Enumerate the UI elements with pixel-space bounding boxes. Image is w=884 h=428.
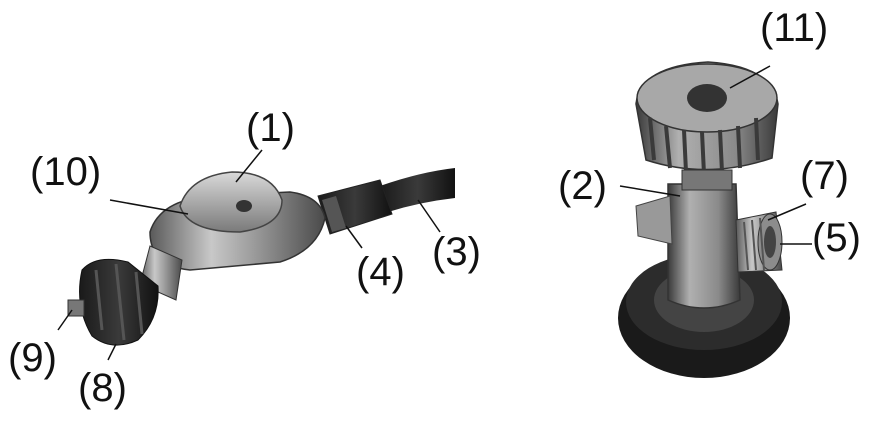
leader-line-9	[108, 344, 116, 360]
label-11: (11)	[760, 8, 828, 48]
hose	[380, 168, 455, 212]
label-10: (10)	[30, 152, 101, 192]
leader-line-4	[346, 226, 362, 248]
cylinder-valve	[618, 62, 790, 378]
regulator-dome	[180, 172, 282, 232]
label-7: (7)	[800, 156, 849, 196]
label-2: (2)	[558, 166, 607, 206]
label-9: (8)	[78, 368, 127, 408]
label-8: (9)	[8, 338, 57, 378]
leader-line-8	[58, 310, 72, 330]
label-5: (5)	[812, 218, 861, 258]
leader-line-3	[418, 200, 440, 232]
valve-body	[668, 184, 740, 308]
label-1: (1)	[246, 108, 295, 148]
label-4: (4)	[356, 252, 405, 292]
label-3: (3)	[432, 232, 481, 272]
